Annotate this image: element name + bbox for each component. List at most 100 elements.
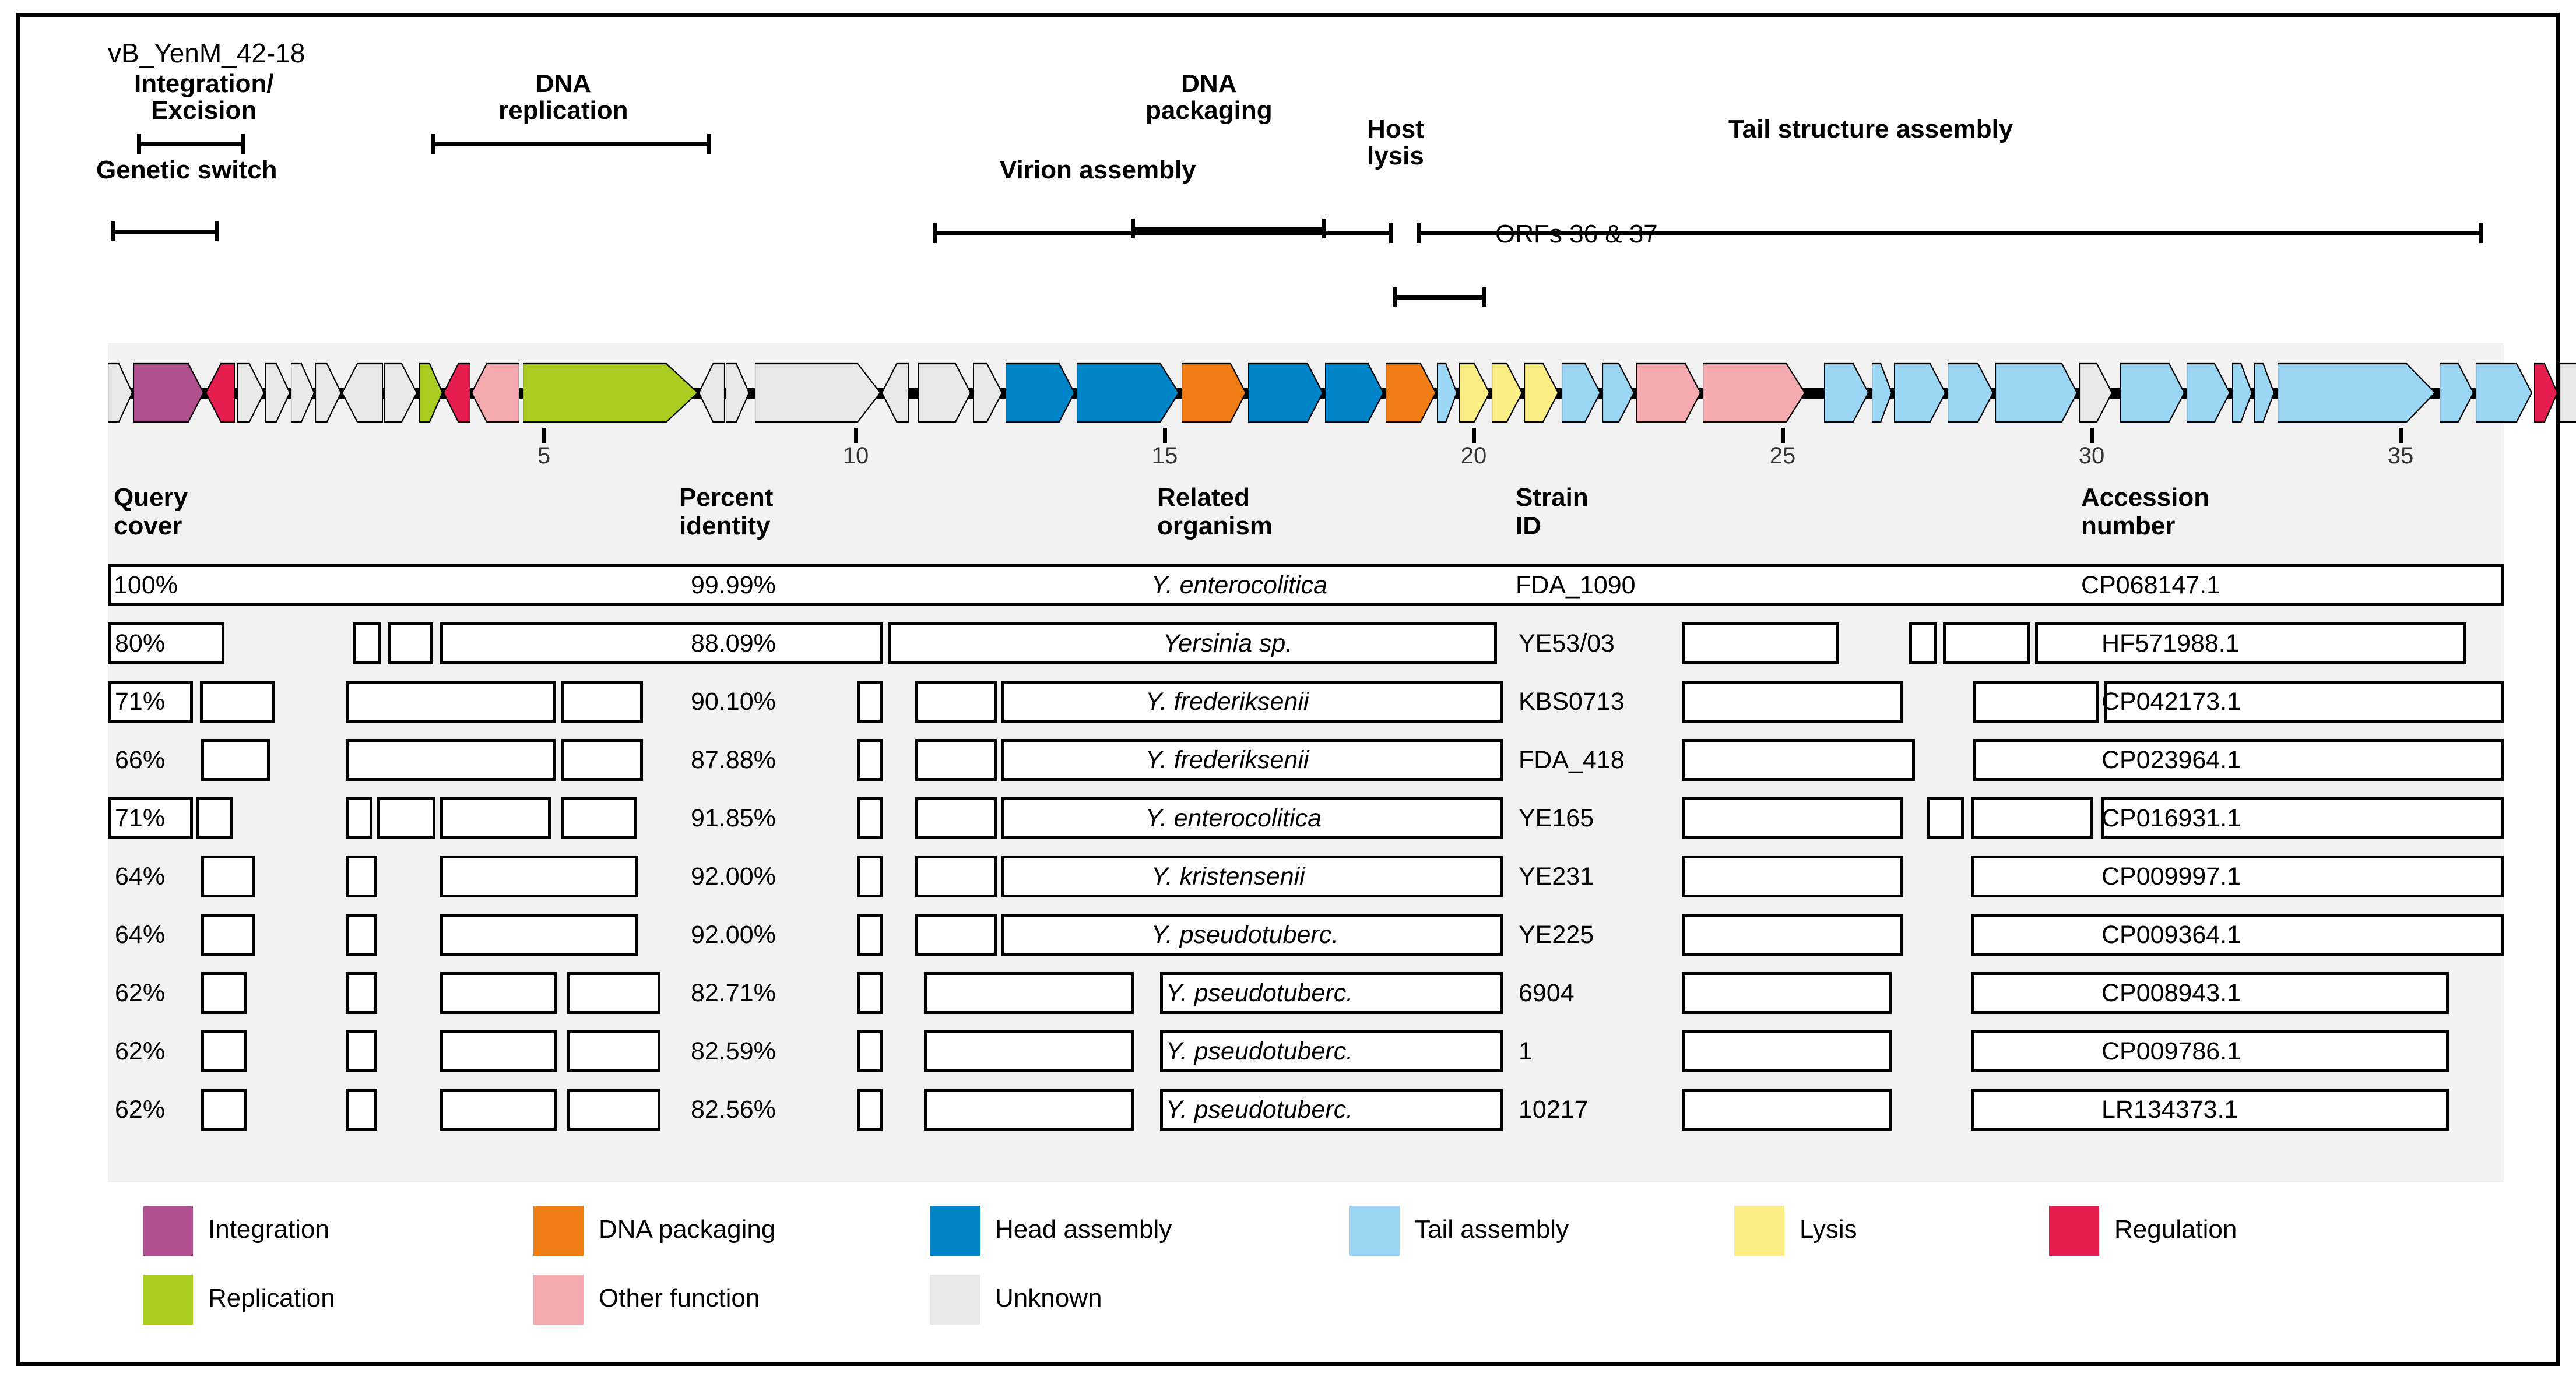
alignment-segment <box>915 681 997 723</box>
alignment-segment <box>388 622 433 664</box>
legend-label: Replication <box>208 1284 335 1312</box>
percent-identity-value: 92.00% <box>691 862 776 890</box>
alignment-segment <box>1973 739 2504 781</box>
phage-name: vB_YenM_42-18 <box>108 38 305 68</box>
axis-tick-label: 15 <box>1151 443 1178 469</box>
gene-arrow <box>1006 358 1074 428</box>
alignment-segment <box>1971 914 2504 956</box>
alignment-segment <box>1160 1030 1503 1072</box>
alignment-segment <box>857 681 883 723</box>
alignment-segment <box>1682 739 1915 781</box>
alignment-segment <box>108 622 224 664</box>
alignment-segment <box>201 914 255 956</box>
alignment-segment <box>346 1030 377 1072</box>
alignment-segment <box>346 856 377 897</box>
gene-arrow <box>2254 358 2274 428</box>
alignment-segment <box>915 739 997 781</box>
alignment-segment <box>915 914 997 956</box>
query-cover-value: 62% <box>115 1037 166 1065</box>
alignment-segment <box>200 681 275 723</box>
gene-arrow <box>291 358 314 428</box>
accession-number-value: CP008943.1 <box>2101 979 2241 1007</box>
gene-arrow <box>1182 358 1246 428</box>
gene-arrow <box>1248 358 1323 428</box>
related-organism-value: Y. enterocolitica <box>1145 804 1322 832</box>
column-header: Percent identity <box>679 483 774 541</box>
gene-arrow <box>2534 358 2557 428</box>
gene-arrow <box>108 358 132 428</box>
gene-arrow <box>1894 358 1945 428</box>
alignment-segment <box>1682 972 1892 1014</box>
gene-arrow <box>1824 358 1868 428</box>
gene-arrow <box>1562 358 1600 428</box>
alignment-segment <box>857 1030 883 1072</box>
alignment-segment <box>440 797 551 839</box>
alignment-segment <box>201 1089 247 1131</box>
alignment-segment <box>1971 1089 2449 1131</box>
gene-arrow <box>1077 358 1179 428</box>
legend-color-swatch <box>930 1206 980 1256</box>
alignment-segment <box>346 914 377 956</box>
alignment-segment <box>1909 622 1937 664</box>
gene-arrow <box>1459 358 1489 428</box>
alignment-segment <box>915 856 997 897</box>
legend-color-swatch <box>533 1206 584 1256</box>
query-cover-value: 100% <box>114 571 178 599</box>
accession-number-value: CP009997.1 <box>2101 862 2241 890</box>
alignment-segment <box>857 797 883 839</box>
column-header: Strain ID <box>1516 483 1589 541</box>
gene-arrow <box>1524 358 1558 428</box>
gene-arrow <box>2232 358 2252 428</box>
module-label: DNA packaging <box>1145 69 1273 125</box>
legend-color-swatch <box>2049 1206 2099 1256</box>
legend-label: Unknown <box>995 1284 1102 1312</box>
alignment-segment <box>440 1089 557 1131</box>
gene-arrow <box>2120 358 2184 428</box>
gene-arrow <box>523 358 698 428</box>
legend-color-swatch <box>930 1275 980 1325</box>
alignment-segment <box>1682 1030 1892 1072</box>
related-organism-value: Y. frederiksenii <box>1145 746 1309 774</box>
axis-tick <box>2090 428 2094 443</box>
gene-arrow <box>265 358 290 428</box>
axis-tick-label: 5 <box>537 443 551 469</box>
gene-arrow <box>237 358 264 428</box>
percent-identity-value: 92.00% <box>691 921 776 949</box>
alignment-segment <box>201 1030 247 1072</box>
alignment-segment <box>2104 681 2504 723</box>
alignment-segment <box>108 797 193 839</box>
gene-arrow <box>206 358 235 428</box>
gene-arrow <box>1602 358 1634 428</box>
gene-arrow <box>882 358 909 428</box>
legend-color-swatch <box>143 1206 193 1256</box>
gene-arrow <box>2079 358 2112 428</box>
query-cover-value: 71% <box>115 688 166 716</box>
alignment-segment <box>1971 797 2093 839</box>
gene-arrow <box>1948 358 1993 428</box>
percent-identity-value: 82.71% <box>691 979 776 1007</box>
alignment-segment <box>440 972 557 1014</box>
accession-number-value: CP023964.1 <box>2101 746 2241 774</box>
gene-arrow <box>1636 358 1700 428</box>
alignment-segment <box>2101 797 2504 839</box>
alignment-segment <box>1001 914 1503 956</box>
alignment-segment <box>1943 622 2030 664</box>
module-label: Tail structure assembly <box>1728 115 2013 143</box>
strain-id-value: KBS0713 <box>1519 688 1625 716</box>
alignment-segment <box>346 972 377 1014</box>
alignment-segment <box>1971 972 2449 1014</box>
alignment-segment <box>1682 1089 1892 1131</box>
axis-tick <box>1781 428 1785 443</box>
alignment-segment <box>1682 797 1903 839</box>
